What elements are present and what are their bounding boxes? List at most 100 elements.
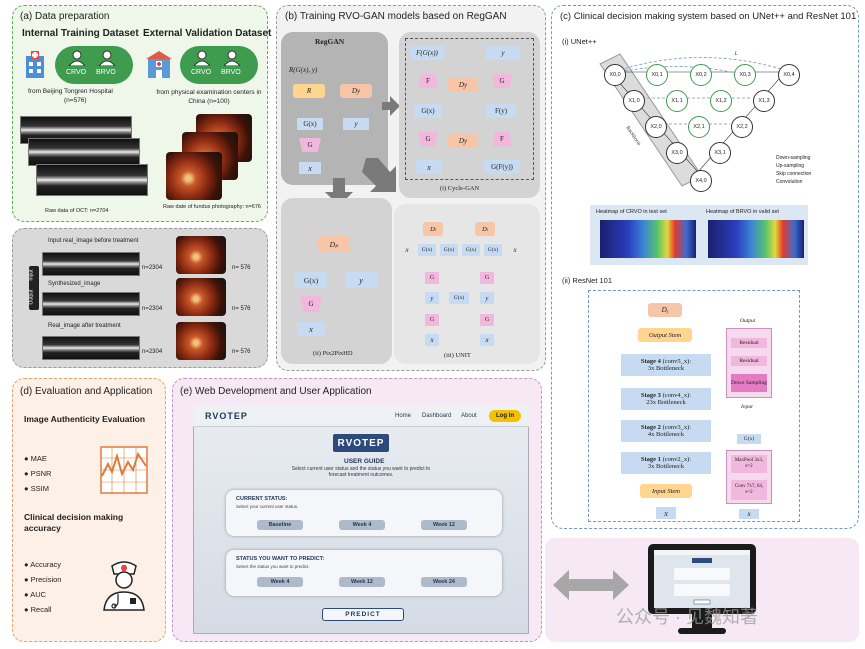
unet-node: X1,3 <box>753 90 775 112</box>
hospital-icon <box>22 50 48 78</box>
option-week4-predict[interactable]: Week 4 <box>257 577 303 587</box>
heatmap-brvo-image <box>708 220 804 258</box>
panel-a-title: (a) Data preparation <box>20 11 110 22</box>
cycle-x: x <box>416 160 442 174</box>
legend-upsampling: Up-sampling <box>776 163 805 169</box>
web-brand[interactable]: RVOTEP <box>205 411 248 421</box>
fundus-caption: Raw date of fundus photography: n=676 <box>162 204 261 210</box>
option-week4-current[interactable]: Week 4 <box>339 520 385 530</box>
unit-dl-right: Dₗ <box>475 222 495 236</box>
stage-desc: 4x Bottleneck <box>647 431 685 438</box>
unit-caption: (iii) UNIT <box>444 352 471 359</box>
cycle-f-bottom: F <box>492 132 512 146</box>
block-input-label: Input <box>741 404 753 410</box>
internal-crvo-label: CRVO <box>66 69 87 76</box>
stage-desc: 3x Bottleneck <box>647 463 685 470</box>
fundus-image <box>166 152 222 200</box>
clinic-icon <box>146 50 172 78</box>
resnet-discriminator: Dᵧ <box>648 303 682 317</box>
metric-item: ● Precision <box>24 575 62 584</box>
oct-count: n=2304 <box>142 265 163 271</box>
cycle-dy-top: Dy <box>448 78 478 92</box>
oct-count: n=2304 <box>142 306 163 312</box>
cyclegan-caption: (i) Cycle-GAN <box>440 185 480 192</box>
nav-dashboard[interactable]: Dashboard <box>422 413 452 419</box>
cycle-gx: G(x) <box>414 104 442 118</box>
nav-about[interactable]: About <box>461 413 477 419</box>
fundus-synth-image <box>176 278 226 316</box>
crvo-person-icon <box>192 50 212 67</box>
nav-home[interactable]: Home <box>395 413 412 419</box>
oct-before-image <box>42 252 140 276</box>
down-sampling-block: Down Sampling <box>731 374 767 392</box>
unet-node: X2,1 <box>688 116 710 138</box>
heatmap-brvo-label: Heatmap of BRVO in valid set <box>706 209 779 215</box>
stem-input-x: x <box>739 509 759 519</box>
output-stem: Output Stem <box>638 328 692 342</box>
cycle-f-top: F <box>418 74 438 88</box>
cycle-fy: F(y) <box>486 104 516 118</box>
cycle-fgx: F(G(x)) <box>410 46 444 60</box>
stage-name: Stage 1 <box>640 456 661 463</box>
maxpool-block: MaxPool 3x3, s=2 <box>731 455 767 473</box>
predict-status-card <box>226 550 502 596</box>
metric-item: ● Accuracy <box>24 560 62 569</box>
oct-image <box>28 138 140 166</box>
reggan-title: RegGAN <box>315 37 345 46</box>
pix-discriminator: Dₚ <box>318 236 350 252</box>
doctor-icon <box>100 560 148 612</box>
deep-supervision-l: L <box>735 51 738 57</box>
unet-node: X1,2 <box>710 90 732 112</box>
internal-source: from Beijing Tongren Hospital <box>28 88 113 95</box>
metric-label: MAE <box>30 454 47 463</box>
resnet-title: (ii) ResNet 101 <box>562 276 613 285</box>
metric-label: AUC <box>30 590 47 599</box>
heatmap-crvo-image <box>600 220 696 258</box>
stage-detail: (conv5_x): <box>662 358 692 365</box>
unit-x-left: x <box>405 246 409 254</box>
metric-label: SSIM <box>30 484 49 493</box>
unet-node: X0,1 <box>646 64 668 86</box>
cycle-dy-bottom: Dy <box>448 134 478 148</box>
metric-label: Accuracy <box>30 560 62 569</box>
metric-item: ● PSNR <box>24 469 52 478</box>
residual-block: Residual <box>731 338 767 348</box>
unit-y-right: y <box>480 292 494 304</box>
arrow-right-icon <box>382 96 400 116</box>
discriminator-dy: Dy <box>340 84 372 98</box>
residual-block: Residual <box>731 356 767 366</box>
guide-text: Select current user status and the statu… <box>291 466 431 478</box>
web-logo: RVOTEP <box>333 434 389 452</box>
internal-brvo-label: BRVO <box>96 69 116 76</box>
option-week12-predict[interactable]: Week 12 <box>339 577 385 587</box>
predict-button[interactable]: PREDICT <box>322 608 404 621</box>
login-button[interactable]: Log In <box>489 410 521 422</box>
cycle-g-left: G <box>418 132 438 146</box>
unit-gx-4: G(x) <box>484 244 502 256</box>
resnet-input-x: x <box>656 507 676 519</box>
metric-label: PSNR <box>30 469 52 478</box>
unit-block <box>394 204 540 364</box>
resnet-frame <box>588 290 800 522</box>
auth-eval-title: Image Authenticity Evaluation <box>24 414 146 424</box>
legend-downsampling: Down-sampling <box>776 155 811 161</box>
registration-network: R <box>293 84 325 98</box>
unit-x-br: x <box>480 334 494 346</box>
stage-detail: (conv4_x): <box>662 392 692 399</box>
metrics-chart-icon <box>100 446 148 494</box>
stage-desc: 3x Bottleneck <box>647 365 685 372</box>
external-dataset-title: External Validation Dataset <box>143 28 272 39</box>
unet-title: (i) UNet++ <box>562 37 597 46</box>
cycle-gfy: G(F(y)) <box>484 160 520 174</box>
fundus-after-image <box>176 322 226 360</box>
option-week24-predict[interactable]: Week 24 <box>421 577 467 587</box>
pix-x: x <box>297 322 325 336</box>
option-week12-current[interactable]: Week 12 <box>421 520 467 530</box>
option-baseline[interactable]: Baseline <box>257 520 303 530</box>
resnet-stage-2: Stage 2 (conv3_x): 4x Bottleneck <box>621 420 711 442</box>
input-tag: Input <box>28 269 35 281</box>
panel-e-title: (e) Web Development and User Application <box>180 386 372 397</box>
panel-b-title: (b) Training RVO-GAN models based on Reg… <box>285 11 507 22</box>
unet-node: X0,0 <box>604 64 626 86</box>
unit-dl-left: Dₗ <box>423 222 443 236</box>
